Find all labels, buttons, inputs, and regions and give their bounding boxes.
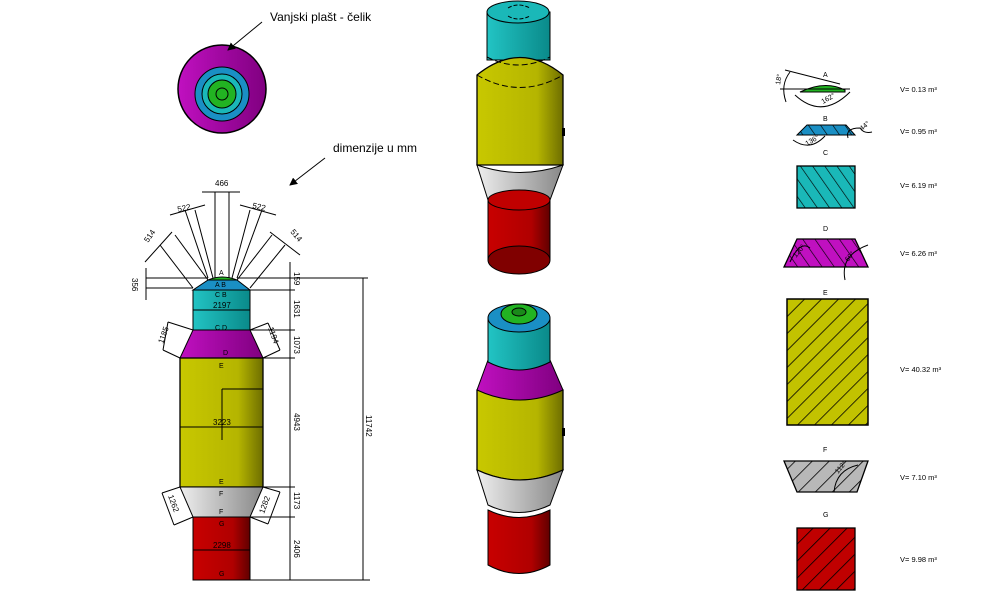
- svg-text:2298: 2298: [213, 541, 231, 550]
- svg-text:1194: 1194: [266, 326, 281, 346]
- svg-text:C D: C D: [215, 325, 227, 332]
- svg-text:V= 6.26 m³: V= 6.26 m³: [900, 249, 937, 258]
- svg-text:C: C: [823, 150, 828, 157]
- section-g: G V= 9.98 m³: [796, 512, 937, 591]
- svg-text:514: 514: [142, 228, 157, 245]
- svg-text:1073: 1073: [292, 336, 301, 354]
- svg-text:F: F: [823, 447, 827, 454]
- svg-text:356: 356: [130, 278, 139, 292]
- dimension-lines: [144, 191, 370, 581]
- svg-text:522: 522: [177, 202, 192, 214]
- section-b: B 136° 44° V= 0.95 m³: [792, 116, 937, 148]
- svg-text:159: 159: [292, 272, 301, 286]
- svg-text:1185: 1185: [156, 325, 171, 345]
- elevation-view: [179, 276, 264, 581]
- svg-text:V= 7.10 m³: V= 7.10 m³: [900, 473, 937, 482]
- section-a: A 18° 162° V= 0.13 m³: [774, 69, 937, 108]
- svg-text:E: E: [219, 479, 224, 486]
- material-arrow: [227, 21, 263, 51]
- section-e: E V= 40.32 m³: [786, 290, 942, 426]
- svg-text:B: B: [823, 116, 828, 123]
- svg-text:G: G: [823, 512, 828, 519]
- svg-text:11742: 11742: [364, 415, 373, 437]
- units-label: dimenzije u mm: [333, 141, 417, 155]
- iso-view-top: [476, 303, 565, 574]
- inner-opening: [215, 87, 229, 101]
- dimension-values: 466 522 522 514 514 356 159 2197 1631 11…: [130, 179, 373, 558]
- svg-text:1631: 1631: [292, 300, 301, 318]
- svg-text:136°: 136°: [804, 133, 821, 147]
- svg-text:522: 522: [252, 201, 267, 213]
- svg-text:2197: 2197: [213, 301, 231, 310]
- svg-text:1282: 1282: [257, 494, 272, 514]
- top-view: [177, 44, 267, 134]
- svg-text:V= 9.98 m³: V= 9.98 m³: [900, 555, 937, 564]
- svg-text:2406: 2406: [292, 540, 301, 558]
- svg-text:V= 0.95 m³: V= 0.95 m³: [900, 127, 937, 136]
- svg-text:G: G: [219, 571, 224, 578]
- svg-text:F: F: [219, 509, 223, 516]
- section-a-circle: [207, 79, 237, 109]
- svg-text:44°: 44°: [858, 119, 871, 132]
- section-f: F 112° V= 7.10 m³: [783, 447, 937, 493]
- svg-text:1173: 1173: [292, 492, 301, 510]
- svg-text:V= 0.13 m³: V= 0.13 m³: [900, 85, 937, 94]
- svg-text:V= 40.32 m³: V= 40.32 m³: [900, 365, 942, 374]
- material-label: Vanjski plašt - čelik: [270, 10, 372, 24]
- svg-text:G: G: [219, 521, 224, 528]
- svg-text:4943: 4943: [292, 413, 301, 431]
- svg-text:A: A: [219, 270, 224, 277]
- svg-text:C B: C B: [215, 292, 227, 299]
- units-arrow: [289, 157, 326, 186]
- section-c: C V= 6.19 m³: [796, 150, 937, 209]
- svg-text:A B: A B: [215, 282, 226, 289]
- section-d-shape: [179, 329, 264, 359]
- section-d: D 120° 60° V= 6.26 m³: [782, 226, 937, 281]
- svg-text:514: 514: [288, 228, 304, 244]
- svg-text:D: D: [823, 226, 828, 233]
- svg-text:V= 6.19 m³: V= 6.19 m³: [900, 181, 937, 190]
- svg-text:A: A: [823, 72, 828, 79]
- section-g-shape: [192, 516, 251, 581]
- svg-text:E: E: [219, 363, 224, 370]
- svg-text:D: D: [223, 350, 228, 357]
- svg-text:18°: 18°: [774, 73, 784, 85]
- svg-text:466: 466: [215, 179, 229, 188]
- joint-labels: A A B C B C D D E E F F G G: [215, 270, 228, 578]
- svg-text:3223: 3223: [213, 418, 231, 427]
- svg-text:F: F: [219, 491, 223, 498]
- iso-view-bottom: [476, 0, 565, 275]
- svg-text:E: E: [823, 290, 828, 297]
